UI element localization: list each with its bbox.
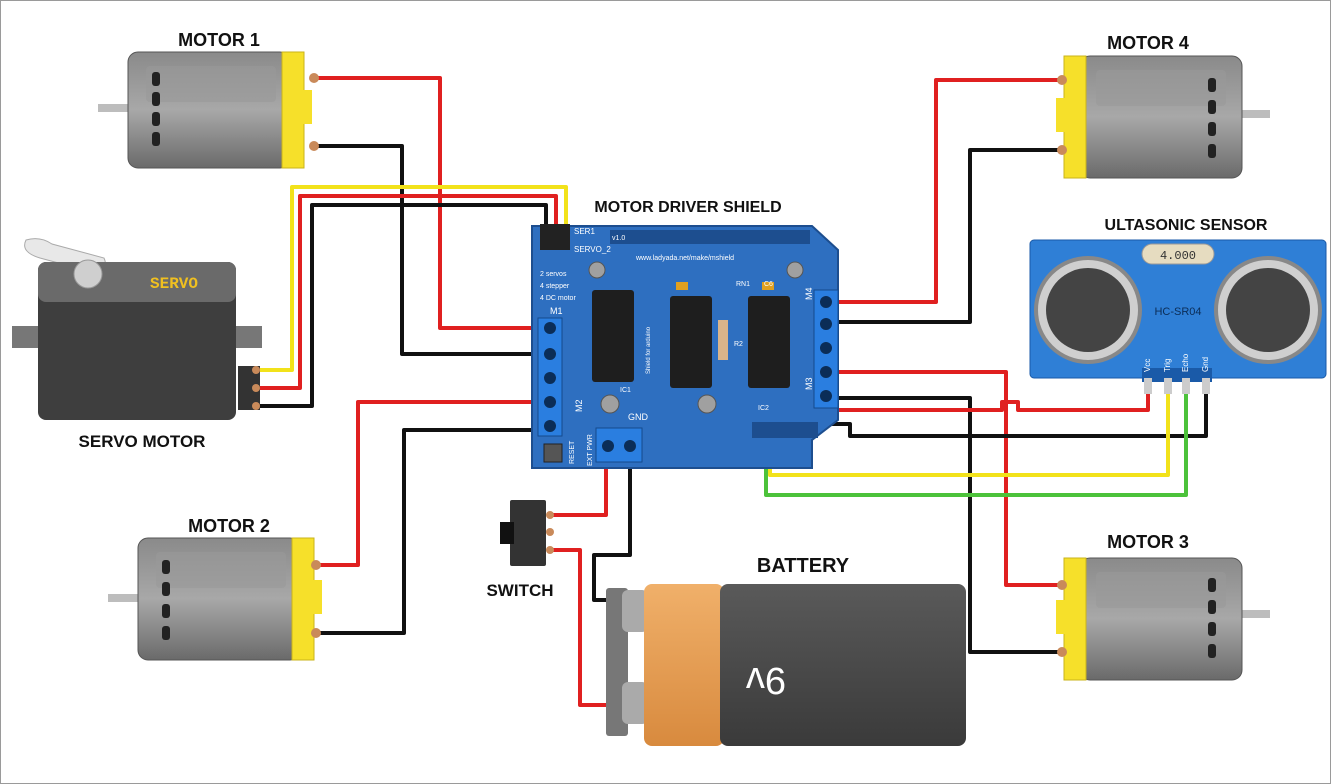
shield-legend-1: 2 servos <box>540 271 567 278</box>
shield-v10: v1.0 <box>612 235 625 242</box>
shield-ext-pwr: EXT PWR <box>587 434 594 466</box>
ultrasonic-label: ULTASONIC SENSOR <box>1105 217 1268 234</box>
wire-servo-black <box>258 203 548 408</box>
wire-motor2-black <box>318 428 540 635</box>
sensor-pin-gnd: Gnd <box>1201 357 1210 372</box>
shield-ic1: IC1 <box>620 387 631 394</box>
motor3-label: MOTOR 3 <box>1107 532 1189 552</box>
ultrasonic-sensor <box>1029 239 1327 394</box>
shield-legend-2: 4 stepper <box>540 283 570 290</box>
shield-servo2: SERVO_2 <box>574 245 611 254</box>
motor4-label: MOTOR 4 <box>1107 33 1189 53</box>
shield-m2: M2 <box>574 399 584 412</box>
wire-ext-red <box>550 460 608 517</box>
switch <box>500 500 554 566</box>
battery <box>606 584 966 746</box>
shield-m1: M1 <box>550 306 563 316</box>
battery-label: BATTERY <box>757 555 850 577</box>
motor-2 <box>108 537 322 661</box>
sensor-pin-trig: Trig <box>1163 359 1172 372</box>
switch-label: SWITCH <box>486 581 553 600</box>
motor-driver-shield <box>531 224 839 469</box>
wire-motor1-black <box>318 144 540 356</box>
sensor-model: HC-SR04 <box>1154 306 1201 318</box>
shield-gnd: GND <box>628 412 649 422</box>
shield-r2: R2 <box>734 341 743 348</box>
wire-motor4-red <box>838 78 1060 304</box>
shield-ser1: SER1 <box>574 227 595 236</box>
shield-arduino: Shield for arduino <box>646 326 652 374</box>
shield-label: MOTOR DRIVER SHIELD <box>594 199 781 216</box>
wire-sensor-vcc <box>818 385 1150 412</box>
shield-reset: RESET <box>569 440 576 464</box>
wire-motor3-black <box>838 396 1060 654</box>
servo-motor-label: SERVO MOTOR <box>79 432 206 451</box>
motor-4 <box>1056 55 1270 179</box>
motor-1 <box>98 51 319 169</box>
shield-m4: M4 <box>804 287 814 300</box>
motor-3 <box>1056 557 1270 681</box>
motor2-label: MOTOR 2 <box>188 516 270 536</box>
wire-servo-red <box>258 194 558 390</box>
sensor-display: 4.000 <box>1160 249 1196 263</box>
wire-motor4-black <box>838 148 1060 324</box>
wire-servo-yellow <box>258 185 568 372</box>
shield-c6: C6 <box>764 281 773 288</box>
servo-motor <box>12 238 262 420</box>
servo-body-text: SERVO <box>150 275 198 293</box>
shield-m3: M3 <box>804 377 814 390</box>
shield-legend-3: 4 DC motor <box>540 295 576 302</box>
shield-silkscreen: SER1 SERVO_2 v1.0 www.ladyada.net/make/m… <box>540 227 814 466</box>
wire-motor3-red <box>838 370 1060 587</box>
wire-switch-battery <box>550 548 614 707</box>
shield-url: www.ladyada.net/make/mshield <box>635 255 734 262</box>
wire-ext-black <box>592 460 632 602</box>
wire-motor2-red <box>318 400 540 567</box>
wires <box>258 76 1208 707</box>
wire-sensor-gnd <box>818 385 1208 438</box>
sensor-pin-vcc: Vcc <box>1143 359 1152 372</box>
sensor-pin-echo: Echo <box>1181 353 1190 372</box>
battery-voltage: 9v <box>746 659 786 701</box>
shield-rn1: RN1 <box>736 281 750 288</box>
motor1-label: MOTOR 1 <box>178 30 260 50</box>
shield-ic2: IC2 <box>758 405 769 412</box>
